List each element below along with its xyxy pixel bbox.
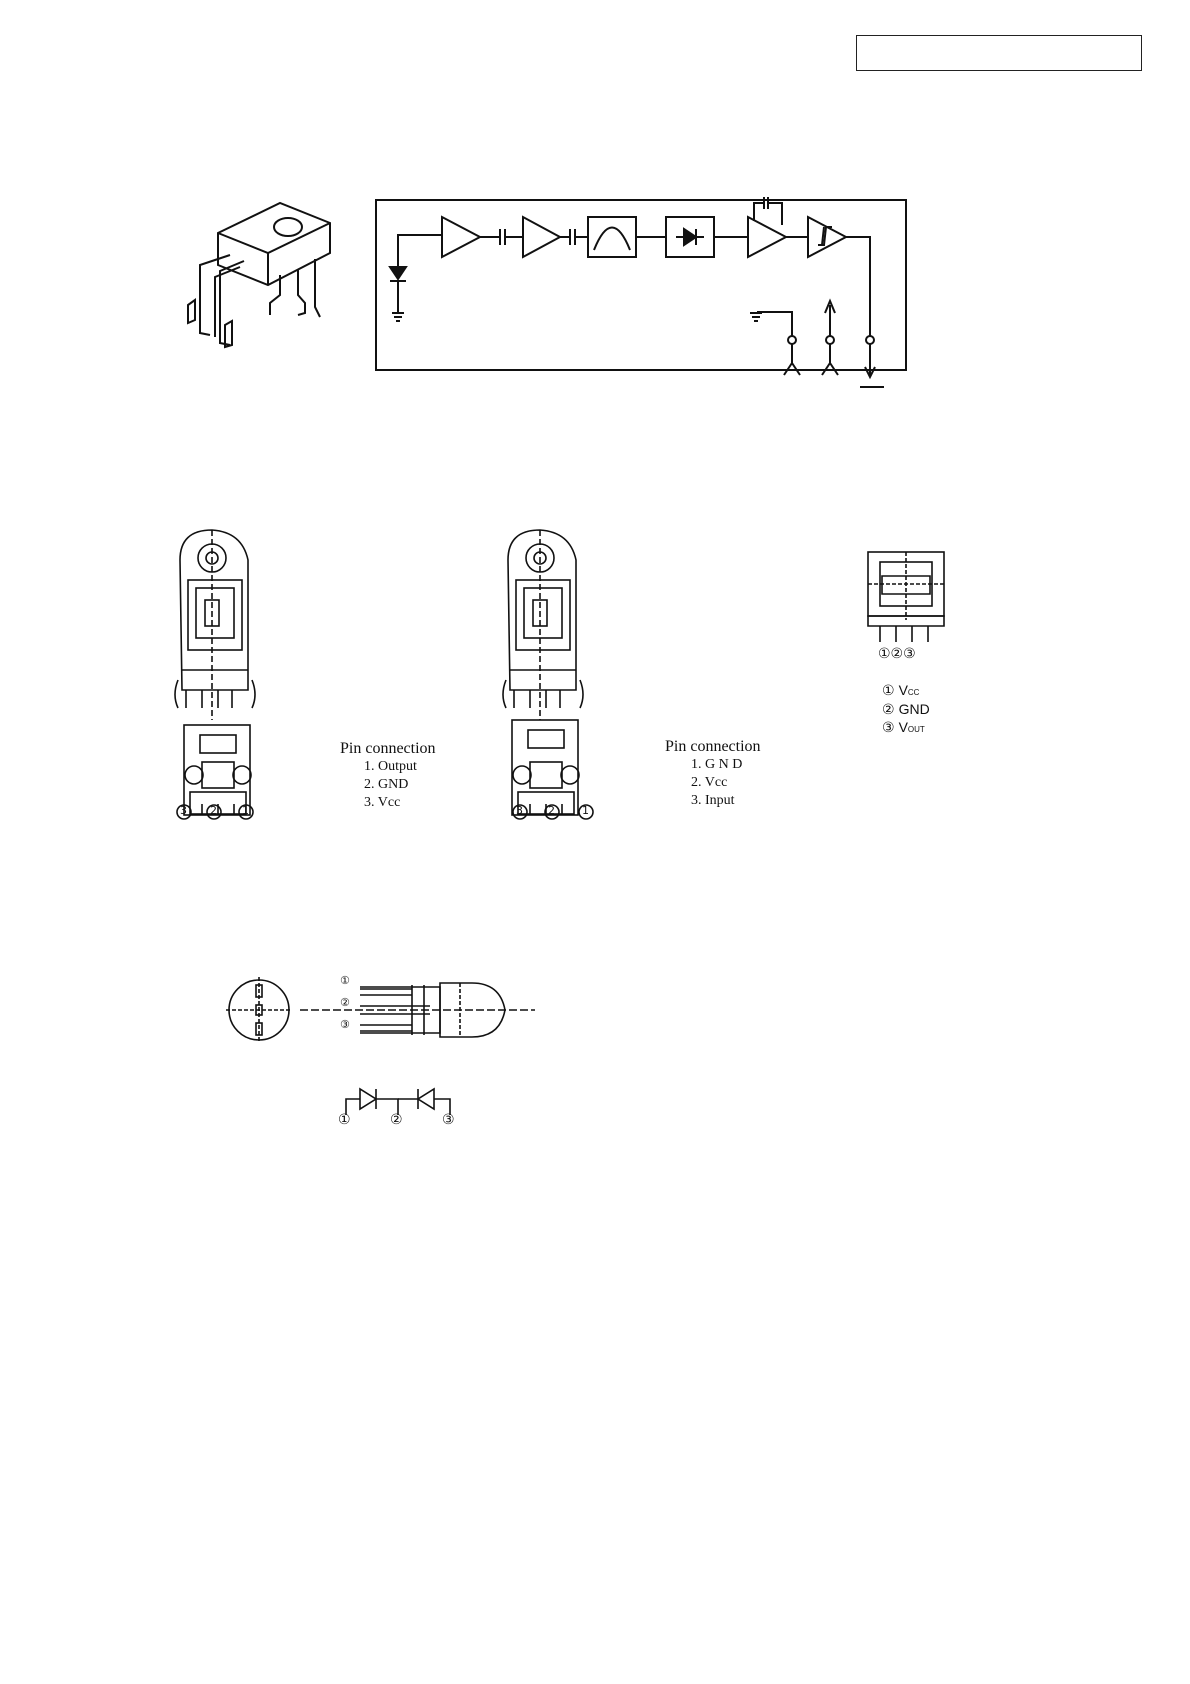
ir-legend-label-3: V [899, 719, 908, 735]
led-schematic-pin-3: ③ [442, 1112, 455, 1128]
ir-legend-label-2: GND [899, 701, 930, 717]
receiver-pin-3: 3. Vcc [364, 794, 436, 812]
receiver-pin-2: 2. GND [364, 776, 436, 794]
optical-receiver-drawing [172, 530, 272, 830]
receiver-pin-marker-2: 2 [210, 804, 217, 817]
receiver-pin-marker-1: 1 [242, 804, 249, 817]
ir-legend-row-1: ① VCC [882, 682, 930, 701]
comparator [808, 217, 846, 257]
amplifier-1 [442, 217, 480, 257]
ir-legend-sub-3: OUT [908, 725, 925, 734]
receiver-pin-connection: Pin connection 1. Output 2. GND 3. Vcc [340, 740, 436, 812]
ir-receiver-pin-numbers: ①②③ [878, 646, 916, 662]
ir-legend-row-3: ③ VOUT [882, 719, 930, 738]
ir-legend-num-3: ③ [882, 720, 895, 736]
ir-legend-sub-1: CC [908, 688, 920, 697]
transmitter-pin-connection: Pin connection 1. G N D 2. Vcc 3. Input [665, 738, 761, 810]
transmitter-pin-marker-3: 3 [516, 804, 523, 817]
transmitter-pin-marker-1: 1 [582, 804, 589, 817]
bandpass-filter [588, 217, 636, 257]
block-diagram-frame [376, 200, 906, 370]
led-pin-label-1: ① [340, 974, 350, 987]
led-top-view [226, 975, 296, 1045]
led-schematic-pin-2: ② [390, 1112, 403, 1128]
transmitter-pin-3: 3. Input [691, 792, 761, 810]
ir-receiver-front-view [866, 550, 946, 650]
optical-transmitter-drawing [500, 530, 600, 830]
receiver-pin-1: 1. Output [364, 758, 436, 776]
led-side-view [300, 975, 540, 1045]
led-schematic-pin-1: ① [338, 1112, 351, 1128]
ir-legend-num-1: ① [882, 683, 895, 699]
header-box [856, 35, 1142, 71]
receiver-pin-marker-3: 3 [180, 804, 187, 817]
transmitter-pin-2: 2. Vcc [691, 774, 761, 792]
led-pin-label-3: ③ [340, 1018, 350, 1031]
ir-legend-label-1: V [899, 682, 908, 698]
led-pin-label-2: ② [340, 996, 350, 1009]
sensor-module-3d-drawing [170, 195, 360, 360]
transmitter-pin-title: Pin connection [665, 738, 761, 756]
amplifier-2 [523, 217, 560, 257]
ir-legend-num-2: ② [882, 702, 895, 718]
transmitter-pin-1: 1. G N D [691, 756, 761, 774]
transmitter-pin-marker-2: 2 [548, 804, 555, 817]
ir-legend-row-2: ② GND [882, 701, 930, 719]
ir-receiver-legend: ① VCC ② GND ③ VOUT [882, 682, 930, 738]
receiver-block-diagram [370, 195, 930, 405]
receiver-pin-title: Pin connection [340, 740, 436, 758]
integrator-amplifier [748, 217, 786, 257]
